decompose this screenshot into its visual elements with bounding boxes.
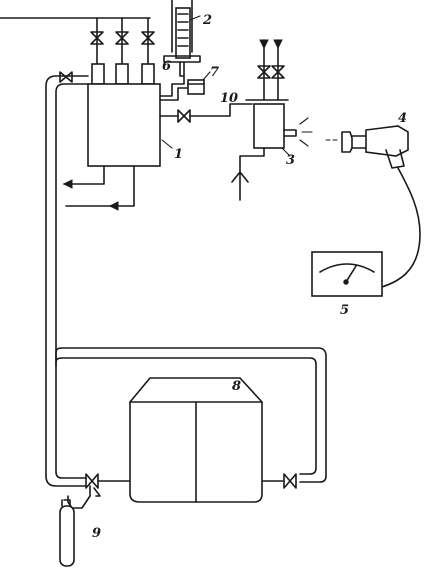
vessel-inlet-valve-2 — [271, 65, 285, 79]
label-valve-7: 7 — [210, 65, 219, 80]
label-pipe-6: 6 — [162, 59, 171, 74]
top-unit: 2 — [163, 0, 212, 77]
loop-top-valve — [59, 71, 73, 83]
tank: 1 — [62, 83, 183, 211]
manifold-valve-2 — [115, 31, 129, 45]
analyzer-head: 4 — [325, 111, 421, 291]
label-gas-cylinder: 9 — [92, 526, 101, 541]
tank-stub-3 — [141, 63, 155, 85]
line-10: 10 — [159, 91, 253, 123]
label-small-vessel: 3 — [286, 153, 295, 168]
loop-bottom-right-valve — [283, 473, 297, 489]
label-line-10: 10 — [220, 91, 238, 106]
loop-bottom-left-valve — [85, 473, 99, 489]
vessel-inlet-valve-1 — [257, 65, 271, 79]
label-chamber: 8 — [232, 379, 241, 394]
tank-stub-2 — [115, 63, 129, 85]
valve-7-body — [187, 79, 205, 95]
label-indicator: 5 — [340, 303, 349, 318]
top-manifold — [0, 17, 155, 85]
pipe-connection: 6 7 — [159, 59, 219, 101]
chamber: 8 — [129, 377, 263, 503]
small-vessel: 3 — [231, 39, 313, 201]
tank-stub-1 — [91, 63, 105, 85]
indicator: 5 — [311, 251, 383, 318]
label-analyzer-head: 4 — [398, 111, 407, 126]
manifold-valve-1 — [90, 31, 104, 45]
label-top-unit: 2 — [202, 13, 212, 28]
gas-cylinder: 9 — [59, 485, 101, 567]
loop-piping — [45, 71, 327, 489]
manifold-valve-3 — [141, 31, 155, 45]
line-10-valve — [177, 109, 191, 123]
label-tank: 1 — [174, 147, 183, 162]
